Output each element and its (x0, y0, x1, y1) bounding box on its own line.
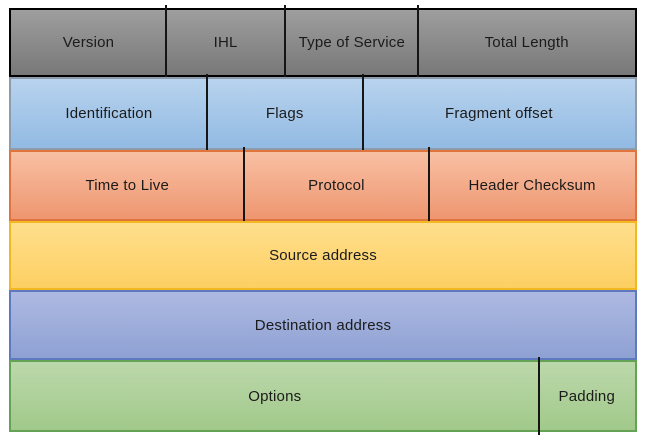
field-type-of-service-label: Type of Service (298, 34, 405, 51)
field-flags-label: Flags (265, 105, 304, 122)
field-flags: Flags (205, 74, 363, 153)
field-identification-label: Identification (65, 105, 153, 122)
field-identification: Identification (11, 79, 207, 148)
field-version-label: Version (62, 34, 115, 51)
field-padding: Padding (537, 357, 635, 435)
field-header-checksum-label: Header Checksum (468, 177, 596, 194)
field-options-label: Options (248, 387, 302, 405)
field-time-to-live: Time to Live (11, 152, 244, 219)
diagram-row-destination-address: Destination address (9, 290, 637, 360)
field-source-address-label: Source address (269, 247, 377, 264)
field-fragment-offset-label: Fragment offset (444, 105, 553, 122)
diagram-row-ttl-protocol-checksum: Time to Live Protocol Header Checksum (9, 147, 637, 224)
field-time-to-live-label: Time to Live (85, 177, 170, 194)
field-source-address: Source address (11, 223, 635, 288)
field-version: Version (11, 10, 166, 75)
diagram-row-version-ihl-tos-length: Version IHL Type of Service Total Length (9, 5, 637, 80)
diagram-row-identification-flags-offset: Identification Flags Fragment offset (9, 74, 637, 153)
field-ihl-label: IHL (213, 34, 238, 51)
diagram-row-options-padding: Options Padding (9, 357, 637, 435)
field-padding-label: Padding (558, 387, 615, 405)
field-destination-address: Destination address (11, 292, 635, 358)
ip-header-diagram: Version IHL Type of Service Total Length… (9, 5, 637, 435)
field-header-checksum: Header Checksum (428, 147, 635, 224)
field-ihl: IHL (164, 5, 285, 80)
field-type-of-service: Type of Service (284, 5, 418, 80)
field-fragment-offset: Fragment offset (361, 74, 635, 153)
field-total-length-label: Total Length (484, 34, 569, 51)
field-total-length: Total Length (417, 5, 635, 80)
field-options: Options (11, 362, 539, 430)
field-protocol-label: Protocol (308, 177, 365, 194)
field-protocol: Protocol (242, 147, 430, 224)
diagram-row-source-address: Source address (9, 221, 637, 290)
field-destination-address-label: Destination address (254, 316, 392, 334)
